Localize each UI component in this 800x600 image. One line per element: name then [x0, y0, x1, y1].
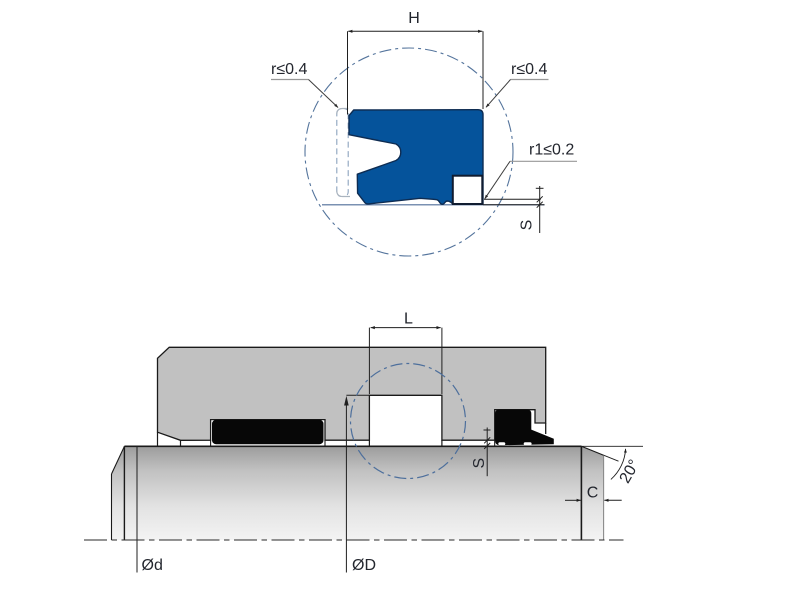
svg-text:r≤0.4: r≤0.4 — [511, 61, 547, 78]
svg-text:H: H — [408, 10, 420, 27]
svg-text:S: S — [519, 220, 536, 231]
svg-text:ØD: ØD — [352, 557, 376, 574]
svg-text:r1≤0.2: r1≤0.2 — [529, 142, 574, 159]
svg-text:S: S — [471, 458, 488, 469]
svg-text:r≤0.4: r≤0.4 — [271, 61, 307, 78]
svg-text:L: L — [404, 311, 413, 328]
svg-text:Ød: Ød — [142, 557, 163, 574]
svg-text:C: C — [587, 485, 599, 502]
